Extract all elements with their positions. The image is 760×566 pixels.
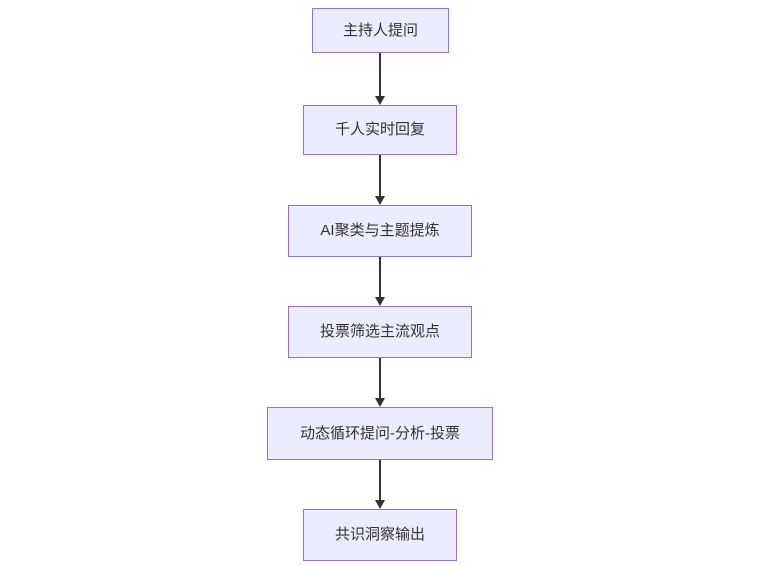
arrow-line bbox=[379, 460, 381, 500]
arrow-edge-5 bbox=[374, 460, 386, 509]
arrowhead-down-icon bbox=[375, 500, 385, 509]
flow-node-step-3: AI聚类与主题提炼 bbox=[288, 205, 472, 257]
arrow-edge-2 bbox=[374, 155, 386, 205]
arrow-line bbox=[379, 358, 381, 398]
node-label: AI聚类与主题提炼 bbox=[320, 222, 440, 239]
flow-node-step-5: 动态循环提问-分析-投票 bbox=[267, 407, 493, 460]
arrow-edge-3 bbox=[374, 257, 386, 306]
arrowhead-down-icon bbox=[375, 96, 385, 105]
arrow-line bbox=[379, 53, 381, 96]
flow-node-step-2: 千人实时回复 bbox=[303, 105, 457, 155]
node-label: 共识洞察输出 bbox=[334, 526, 425, 543]
arrowhead-down-icon bbox=[375, 196, 385, 205]
node-label: 动态循环提问-分析-投票 bbox=[300, 424, 460, 442]
node-label: 主持人提问 bbox=[342, 21, 418, 39]
flow-node-step-6: 共识洞察输出 bbox=[303, 509, 457, 561]
arrowhead-down-icon bbox=[375, 398, 385, 407]
flow-node-step-1: 主持人提问 bbox=[312, 8, 449, 53]
node-label: 千人实时回复 bbox=[334, 121, 425, 138]
arrowhead-down-icon bbox=[375, 297, 385, 306]
flow-node-step-4: 投票筛选主流观点 bbox=[288, 306, 472, 358]
node-label: 投票筛选主流观点 bbox=[319, 323, 440, 340]
arrow-line bbox=[379, 155, 381, 196]
arrow-edge-1 bbox=[374, 53, 386, 105]
arrow-edge-4 bbox=[374, 358, 386, 407]
arrow-line bbox=[379, 257, 381, 297]
